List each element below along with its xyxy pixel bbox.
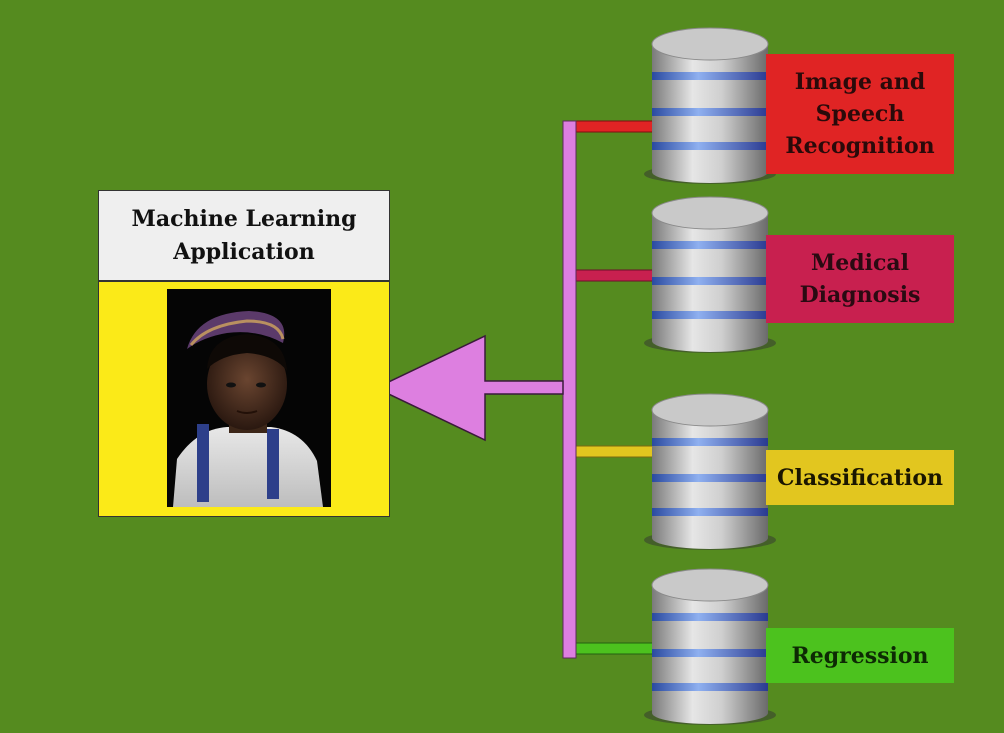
label-line: Recognition	[785, 133, 935, 159]
arrow-left-icon	[374, 334, 564, 442]
label-line: Medical	[810, 250, 910, 276]
label-line: Classification	[776, 464, 944, 491]
label-line: Diagnosis	[799, 282, 921, 308]
database-cylinder-icon	[644, 196, 776, 353]
database-cylinder-icon	[644, 568, 776, 725]
database-cylinder-icon	[644, 27, 776, 184]
ml-application-title: Machine Learning Application	[98, 190, 390, 281]
label-line: Image and	[794, 69, 926, 95]
database-cylinder-icon	[644, 393, 776, 550]
label-classification: Classification	[766, 450, 954, 505]
label-medical-diagnosis: Medical Diagnosis	[766, 235, 954, 323]
label-line: Speech	[815, 101, 905, 127]
label-regression: Regression	[766, 628, 954, 683]
title-line-1: Machine Learning	[131, 205, 357, 232]
child-photo	[167, 289, 331, 507]
label-image-speech-recognition: Image and Speech Recognition	[766, 54, 954, 174]
label-line: Regression	[791, 642, 929, 669]
title-line-2: Application	[173, 238, 315, 265]
vertical-connector-bar	[562, 120, 577, 659]
